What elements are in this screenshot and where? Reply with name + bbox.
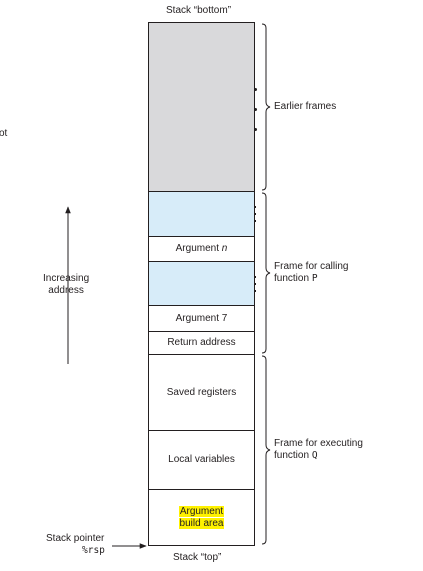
return-address-label: Return address bbox=[167, 337, 236, 348]
calling-frame-brace bbox=[261, 192, 271, 354]
argument-build-area-label: Argument build area bbox=[178, 505, 225, 529]
stack-bottom-label: Stack “bottom” bbox=[166, 5, 232, 16]
argument-n-cell: Argument n bbox=[148, 236, 255, 262]
ellipsis-dots bbox=[254, 87, 257, 131]
stack-pointer-label: Stack pointer bbox=[46, 533, 105, 544]
saved-registers-label: Saved registers bbox=[166, 386, 237, 398]
local-variables-cell: Local variables bbox=[148, 430, 255, 490]
argument-7-label: Argument 7 bbox=[175, 312, 228, 324]
argument-n-label: Argument n bbox=[175, 243, 228, 254]
local-variables-label: Local variables bbox=[168, 454, 235, 465]
ellipsis-dots bbox=[254, 206, 257, 222]
argument-build-area-cell: Argument build area bbox=[148, 489, 255, 546]
executing-frame-label: Frame for executing function Q bbox=[274, 438, 363, 461]
stack-top-label: Stack “top” bbox=[173, 552, 222, 563]
ellipsis-dots bbox=[254, 275, 257, 292]
argument-7-cell: Argument 7 bbox=[148, 305, 255, 332]
rsp-register-label: %rsp bbox=[82, 545, 105, 556]
saved-registers-cell: Saved registers bbox=[148, 354, 255, 431]
earlier-frames-brace bbox=[261, 23, 271, 191]
calling-frame-label: Frame for calling function P bbox=[274, 261, 349, 284]
calling-frame-middle-block bbox=[148, 261, 257, 306]
executing-frame-brace bbox=[261, 355, 271, 545]
left-edge-fragment: ot bbox=[0, 128, 8, 139]
earlier-frames-block bbox=[148, 22, 257, 192]
earlier-frames-label: Earlier frames bbox=[274, 101, 337, 112]
